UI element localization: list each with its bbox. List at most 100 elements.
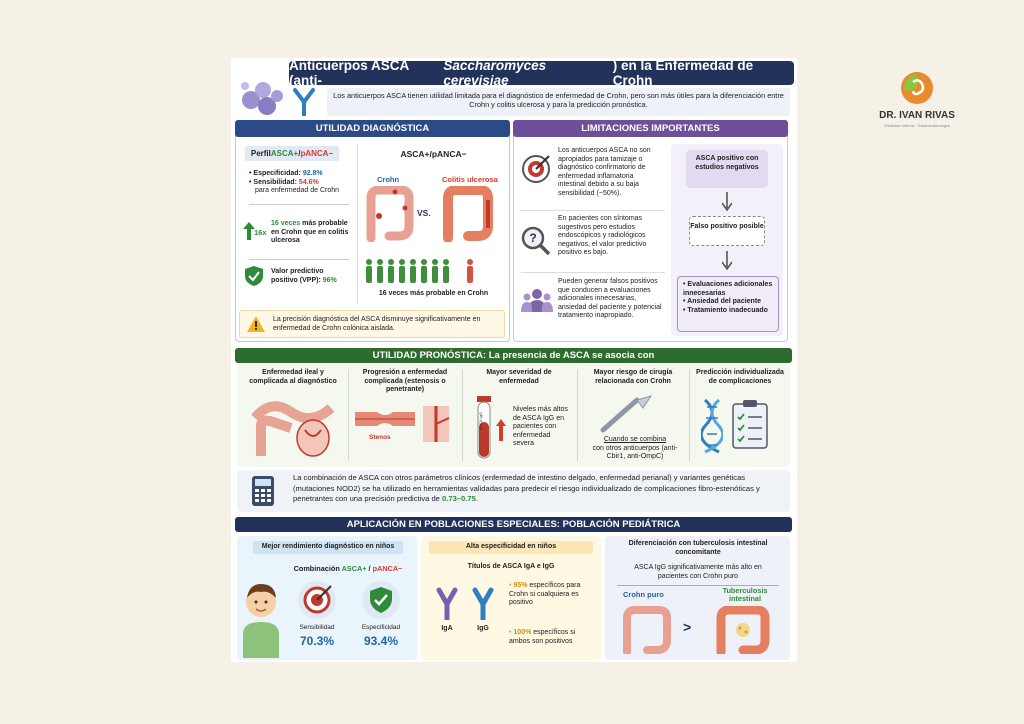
ileum-illustration [251, 401, 335, 457]
igg-antibody-icon [472, 587, 494, 620]
flow-consequence: Evaluaciones adicionales innecesarias [683, 281, 773, 298]
child-illustration [243, 584, 279, 658]
vpp-value: 96% [322, 276, 337, 284]
divider [357, 144, 358, 304]
prog-col-4-text-b: con otros anticuerpos (anti-Cbir1, anti-… [592, 444, 678, 461]
shield-check-icon [362, 581, 400, 619]
prog-col-4-text-a: Cuando se combina [603, 436, 667, 443]
pediatric-card-2-subtitle: Títulos de ASCA IgA e IgG [467, 563, 555, 570]
colon-crohn-icon [623, 606, 671, 654]
pediatric-spec-label: Especificidad [361, 624, 401, 631]
pediatric-sens-value: 70.3% [299, 634, 335, 648]
person-uc-icon [467, 259, 473, 283]
fold-desc: más probable en Crohn que en colitis ulc… [271, 220, 349, 245]
divider [462, 369, 463, 461]
flow-step-2: Falso positivo posible [689, 216, 765, 246]
magnifier-question-icon: ? [521, 226, 551, 256]
tube-label: ASCA IgG [478, 412, 483, 431]
combo-sep: / [366, 564, 373, 573]
prog-col-5-title: Predicción individualizada de complicaci… [696, 369, 784, 385]
fistula-illustration [423, 406, 450, 442]
flow-step-1: ASCA positivo con estudios negativos [686, 150, 768, 188]
vpp-text: Valor predictivo positivo (VPP): 96% [271, 268, 351, 285]
divider [617, 585, 779, 586]
warning-text: La precisión diagnóstica del ASCA dismin… [273, 316, 481, 332]
pediatric-card-3-title: Diferenciación con tuberculosis intestin… [628, 540, 768, 556]
sens-note: para enfermedad de Crohn [255, 187, 340, 195]
prognostic-header: UTILIDAD PRONÓSTICA: La presencia de ASC… [235, 348, 792, 363]
poster: Anticuerpos ASCA (anti- Saccharomyces cer… [231, 58, 797, 662]
antibody-icon [293, 88, 315, 116]
sens-value: 54.6% [298, 178, 319, 186]
divider [521, 210, 665, 211]
spec-95-text: específicos para Crohn si cualquiera es … [509, 582, 581, 607]
profile-text: Perfil [250, 149, 271, 158]
stenosis-label: Stenos [369, 434, 391, 441]
pediatric-card-2-bullet-1: • 95% específicos para Crohn si cualquie… [509, 582, 581, 607]
pediatric-card-2-bullet-2: • 100% específicos si ambos son positivo… [509, 629, 576, 645]
prog-col-4-title: Mayor riesgo de cirugía relacionada con … [593, 369, 673, 385]
colon-uc-icon [443, 186, 493, 242]
yeast-cells-icon [241, 82, 283, 115]
prog-col-3-text: Niveles más altos de ASCA IgG en pacient… [513, 406, 568, 448]
tb-label: Tuberculosis intestinal [722, 586, 768, 603]
divider [249, 204, 349, 205]
pure-crohn-label: Crohn puro [623, 590, 664, 599]
combo-text: Combinación [293, 564, 342, 573]
pediatric-card-1-title: Mejor rendimiento diagnóstico en niños [253, 541, 403, 554]
calculator-icon [252, 476, 274, 506]
warning-icon [247, 316, 265, 332]
combo-panca: pANCA− [372, 564, 403, 573]
title-part: ) en la Enfermedad de Crohn [612, 58, 754, 88]
flow-consequence: Ansiedad del paciente [683, 298, 773, 307]
stenosis-illustration [355, 412, 415, 426]
scalpel-icon [600, 395, 653, 433]
title-part: Anticuerpos ASCA (anti- [289, 58, 409, 88]
pediatric-spec-value: 93.4% [363, 634, 399, 648]
logo-tagline: Medicina Interna · Gastroenterología [884, 123, 950, 128]
iga-label: IgA [441, 625, 453, 632]
combination-value: 0.73–0.75 [442, 494, 476, 504]
prog-col-1-title: Enfermedad ileal y complicada al diagnós… [249, 369, 337, 385]
pediatric-card-3 [605, 536, 790, 660]
vs-label: VS. [417, 208, 431, 218]
pediatric-card-2-title: Alta especificidad en niños [429, 541, 593, 554]
page-title: Anticuerpos ASCA (anti- Saccharomyces cer… [289, 58, 794, 88]
stats-block: Especificidad: 92.8% Sensibilidad: 54.6%… [249, 170, 349, 196]
title-italic: Saccharomyces cerevisiae [443, 58, 547, 88]
flow-step-3: Evaluaciones adicionales innecesarias An… [677, 276, 779, 332]
combination-text: La combinación de ASCA con otros parámet… [293, 473, 785, 505]
logo-name: DR. IVAN RIVAS [879, 110, 955, 121]
pediatric-header: APLICACIÓN EN POBLACIONES ESPECIALES: PO… [235, 517, 792, 532]
divider [249, 259, 349, 260]
blood-tube-icon [477, 396, 491, 459]
iga-antibody-icon [436, 587, 458, 620]
target-icon [298, 581, 336, 619]
profile-asca: ASCA+ [270, 149, 299, 158]
vpp-label: Valor predictivo positivo (VPP): [271, 268, 324, 284]
greater-than: > [683, 619, 692, 635]
clipboard-checklist-icon [732, 400, 768, 449]
crohn-label: Crohn [377, 175, 400, 184]
pediatric-combo: Combinación ASCA+ / pANCA− [283, 564, 413, 573]
profile-label: Perfil ASCA+/pANCA− [245, 146, 339, 161]
pediatric-sens-label: Sensibilidad [299, 624, 335, 631]
divider [348, 369, 349, 461]
colon-tb-icon [716, 606, 770, 654]
prog-col-4-text: Cuando se combina con otros anticuerpos … [587, 436, 683, 462]
profile-panca: pANCA− [300, 149, 334, 158]
shield-check-icon [245, 266, 263, 286]
people-crohn-icon [366, 259, 449, 283]
spec-95: 95% [513, 582, 528, 589]
limitations-header: LIMITACIONES IMPORTANTES [513, 120, 788, 137]
target-icon [522, 155, 550, 183]
flow-consequence: Tratamiento inadecuado [683, 307, 773, 316]
prog-col-2-title: Progresión a enfermedad complicada (este… [362, 369, 448, 394]
svg-text:?: ? [529, 231, 536, 245]
combination-text-main: La combinación de ASCA con otros parámet… [293, 473, 760, 504]
limitation-3: Pueden generar falsos positivos que cond… [558, 278, 662, 320]
logo: DR. IVAN RIVAS Medicina Interna · Gastro… [872, 70, 962, 135]
dna-icon [701, 398, 723, 454]
limitation-2: En pacientes con síntomas sugestivos per… [558, 215, 647, 257]
arrow-down-icon [722, 192, 732, 212]
